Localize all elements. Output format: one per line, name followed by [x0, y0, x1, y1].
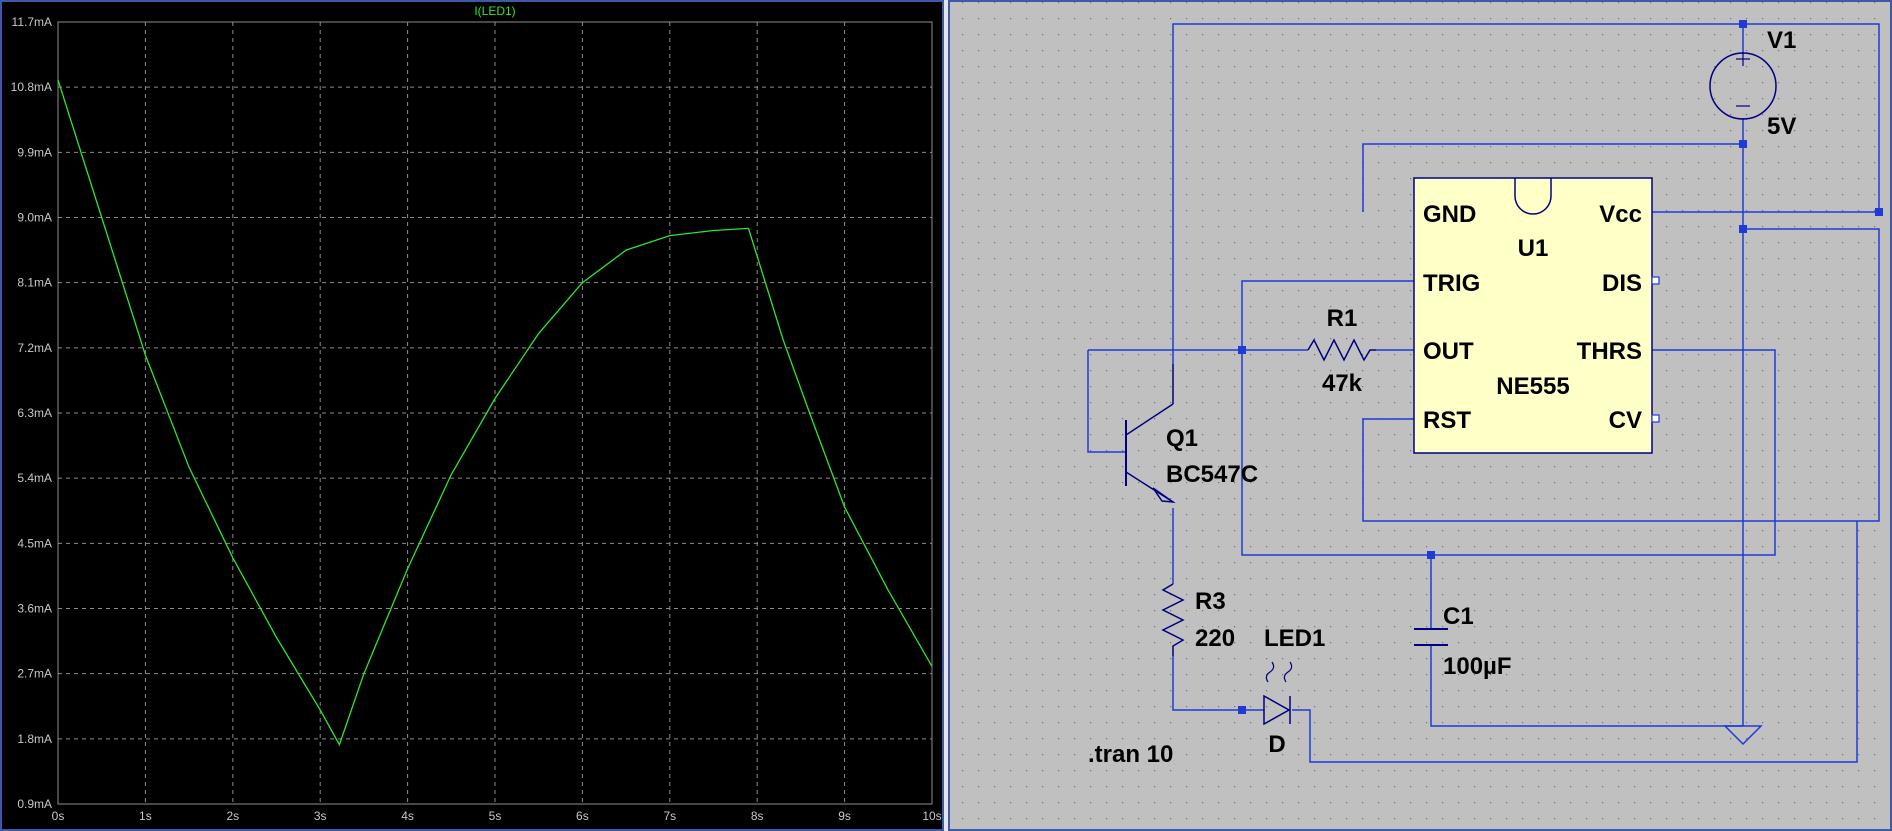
- x-tick-label: 8s: [751, 809, 764, 823]
- v1-source[interactable]: V1 5V: [1709, 27, 1796, 140]
- pin-out: OUT: [1423, 338, 1474, 365]
- r1-name[interactable]: R1: [1327, 305, 1358, 332]
- wire-q1-base: [1087, 350, 1126, 453]
- wire-rst: [1362, 228, 1880, 522]
- q1-transistor[interactable]: Q1 BC547C: [1125, 364, 1258, 504]
- pin-dis-open: [1651, 276, 1660, 285]
- y-tick-label: 9.0mA: [17, 211, 52, 225]
- pin-trig: TRIG: [1423, 270, 1480, 297]
- wire-r3-led: [1172, 656, 1264, 711]
- y-tick-label: 10.8mA: [11, 80, 52, 94]
- x-tick-label: 10s: [922, 809, 941, 823]
- y-tick-labels: 0.9mA 1.8mA 2.7mA 3.6mA 4.5mA 5.4mA 6.3mA 7.2mA…: [11, 15, 52, 811]
- r3-name[interactable]: R3: [1195, 588, 1226, 615]
- trace-line-iled1[interactable]: [57, 79, 933, 747]
- trace-title[interactable]: I(LED1): [474, 4, 515, 18]
- v1-value[interactable]: 5V: [1767, 113, 1796, 140]
- wires: [1087, 23, 1880, 763]
- pin-thrs: THRS: [1577, 338, 1642, 365]
- ground-icon: [1723, 725, 1763, 746]
- y-tick-label: 0.9mA: [17, 797, 52, 811]
- r1-resistor[interactable]: R1 47k: [1307, 305, 1376, 397]
- schematic-canvas[interactable]: V1 5V U1 NE555 GND Vcc TRIG DIS OUT THRS…: [950, 2, 1890, 829]
- q1-part[interactable]: BC547C: [1166, 461, 1258, 488]
- y-tick-label: 8.1mA: [17, 276, 52, 290]
- c1-value[interactable]: 100µF: [1443, 653, 1512, 680]
- x-tick-label: 5s: [489, 809, 502, 823]
- wire-gnd-loop: [1362, 143, 1743, 212]
- waveform-pane[interactable]: I(LED1) 0.9mA 1.8mA 2.7mA 3.6mA 4.5mA 5.4mA 6.…: [0, 0, 944, 831]
- wire-c1-bottom: [1430, 645, 1743, 727]
- led-emission-icon: [1283, 661, 1293, 683]
- x-tick-label: 0s: [52, 809, 65, 823]
- led1-type[interactable]: D: [1268, 731, 1285, 758]
- y-tick-label: 6.3mA: [17, 406, 52, 420]
- pin-vcc: Vcc: [1599, 201, 1642, 228]
- schematic-pane[interactable]: V1 5V U1 NE555 GND Vcc TRIG DIS OUT THRS…: [948, 0, 1892, 831]
- pin-cv: CV: [1609, 407, 1642, 434]
- y-tick-label: 5.4mA: [17, 471, 52, 485]
- y-tick-label: 11.7mA: [12, 15, 52, 29]
- x-tick-label: 3s: [314, 809, 327, 823]
- junctions: [1238, 20, 1883, 714]
- wire-trig-thrs: [1241, 280, 1776, 556]
- r3-value[interactable]: 220: [1195, 625, 1235, 652]
- c1-capacitor[interactable]: C1 100µF: [1414, 603, 1512, 680]
- r3-resistor[interactable]: R3 220: [1161, 583, 1235, 656]
- u1-ne555[interactable]: U1 NE555 GND Vcc TRIG DIS OUT THRS RST C…: [1413, 177, 1660, 454]
- x-tick-labels: 0s 1s 2s 3s 4s 5s 6s 7s 8s 9s 10s: [52, 809, 942, 823]
- r1-value[interactable]: 47k: [1322, 370, 1363, 397]
- y-tick-label: 7.2mA: [17, 341, 52, 355]
- wire-vcc-top: [1172, 23, 1880, 364]
- pin-rst: RST: [1423, 407, 1471, 434]
- y-tick-label: 2.7mA: [17, 667, 52, 681]
- pin-cv-open: [1651, 414, 1660, 423]
- y-tick-label: 1.8mA: [17, 732, 52, 746]
- x-tick-label: 2s: [226, 809, 239, 823]
- c1-name[interactable]: C1: [1443, 603, 1474, 630]
- led1-diode[interactable]: LED1 D: [1263, 625, 1325, 758]
- x-tick-label: 1s: [139, 809, 152, 823]
- led-emission-icon: [1265, 661, 1275, 683]
- u1-part[interactable]: NE555: [1496, 373, 1569, 400]
- waveform-plot[interactable]: I(LED1) 0.9mA 1.8mA 2.7mA 3.6mA 4.5mA 5.4mA 6.…: [2, 2, 942, 829]
- pane-splitter[interactable]: [944, 0, 948, 831]
- x-tick-label: 9s: [838, 809, 851, 823]
- spice-directive[interactable]: .tran 10: [1088, 741, 1173, 768]
- led1-name[interactable]: LED1: [1264, 625, 1325, 652]
- y-tick-label: 9.9mA: [17, 145, 52, 159]
- x-tick-label: 4s: [401, 809, 414, 823]
- u1-name[interactable]: U1: [1518, 235, 1549, 262]
- pin-dis: DIS: [1602, 270, 1642, 297]
- v1-name[interactable]: V1: [1767, 27, 1796, 54]
- x-tick-label: 7s: [663, 809, 676, 823]
- wire-led-return: [1292, 521, 1858, 763]
- x-tick-label: 6s: [576, 809, 589, 823]
- pin-gnd: GND: [1423, 201, 1476, 228]
- q1-name[interactable]: Q1: [1166, 425, 1198, 452]
- y-tick-label: 3.6mA: [17, 602, 52, 616]
- grid: [58, 22, 932, 804]
- y-tick-label: 4.5mA: [17, 536, 52, 550]
